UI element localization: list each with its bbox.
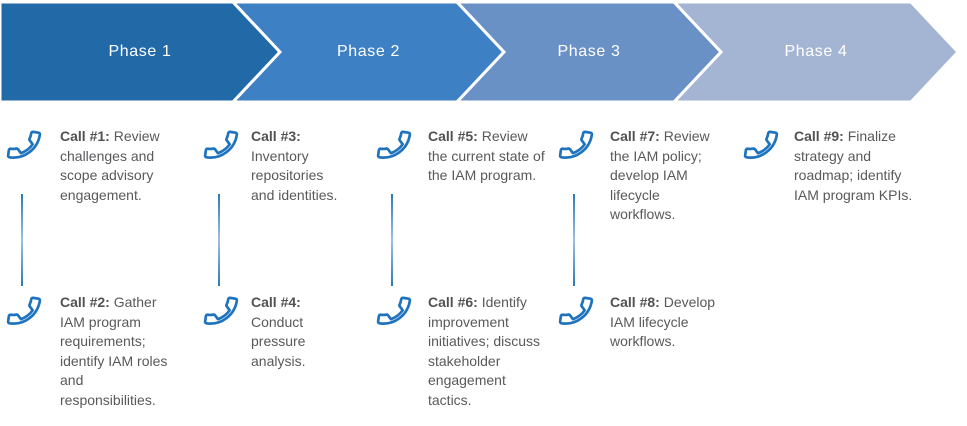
call-lead: Call #6: [428,294,478,310]
connector-line [218,194,220,286]
call-lead: Call #4: [251,294,301,310]
phase-label-4: Phase 4 [784,43,848,60]
call-lead: Call #9: [794,128,844,144]
call-text: Call #7: Review the IAM policy; develop … [610,127,716,225]
call-description: Review the IAM policy; develop IAM lifec… [610,128,710,222]
phone-icon [6,130,42,159]
call-text: Call #5: Review the current state of the… [428,127,546,186]
call-lead: Call #1: [60,128,110,144]
phone-icon [743,130,779,159]
call-description: Review the current state of the IAM prog… [428,128,545,183]
call-text: Call #2: Gather IAM program requirements… [60,293,172,410]
phase-banner: Phase 1 Phase 2 Phase 3 Phase 4 [0,0,967,104]
call-description: Inventory repositories and identities. [251,147,338,203]
call-description: Review challenges and scope advisory eng… [60,128,160,203]
call-description: Finalize strategy and roadmap; identify … [794,128,913,203]
phone-icon [558,296,594,325]
call-lead: Call #5: [428,128,478,144]
phase-chevron-4 [670,2,961,104]
phone-icon [558,130,594,159]
call-description: Develop IAM lifecycle workflows. [610,294,716,349]
call-lead: Call #3: [251,128,301,144]
phase-label-1: Phase 1 [108,43,172,60]
phone-icon [376,130,412,159]
phase-label-2: Phase 2 [337,43,400,60]
call-text: Call #8: Develop IAM lifecycle workflows… [610,293,716,352]
connector-line [21,194,23,286]
call-text: Call #6: Identify improvement initiative… [428,293,546,410]
phone-icon [203,296,239,325]
call-description: Conduct pressure analysis. [251,313,306,369]
call-description: Gather IAM program requirements; identif… [60,294,168,408]
phone-icon [203,130,239,159]
connector-line [573,194,575,286]
phone-icon [6,296,42,325]
phone-icon [376,296,412,325]
call-lead: Call #2: [60,294,110,310]
call-text: Call #9: Finalize strategy and roadmap; … [794,127,916,205]
phase-label-3: Phase 3 [557,43,621,60]
call-lead: Call #7: [610,128,660,144]
phase-chevron-banner [0,2,961,104]
call-lead: Call #8: [610,294,660,310]
call-description: Identify improvement initiatives; discus… [428,294,541,408]
call-text: Call #1: Review challenges and scope adv… [60,127,172,205]
call-text: Call #4: Conduct pressure analysis. [251,293,347,371]
connector-line [391,194,393,286]
call-text: Call #3: Inventory repositories and iden… [251,127,347,205]
